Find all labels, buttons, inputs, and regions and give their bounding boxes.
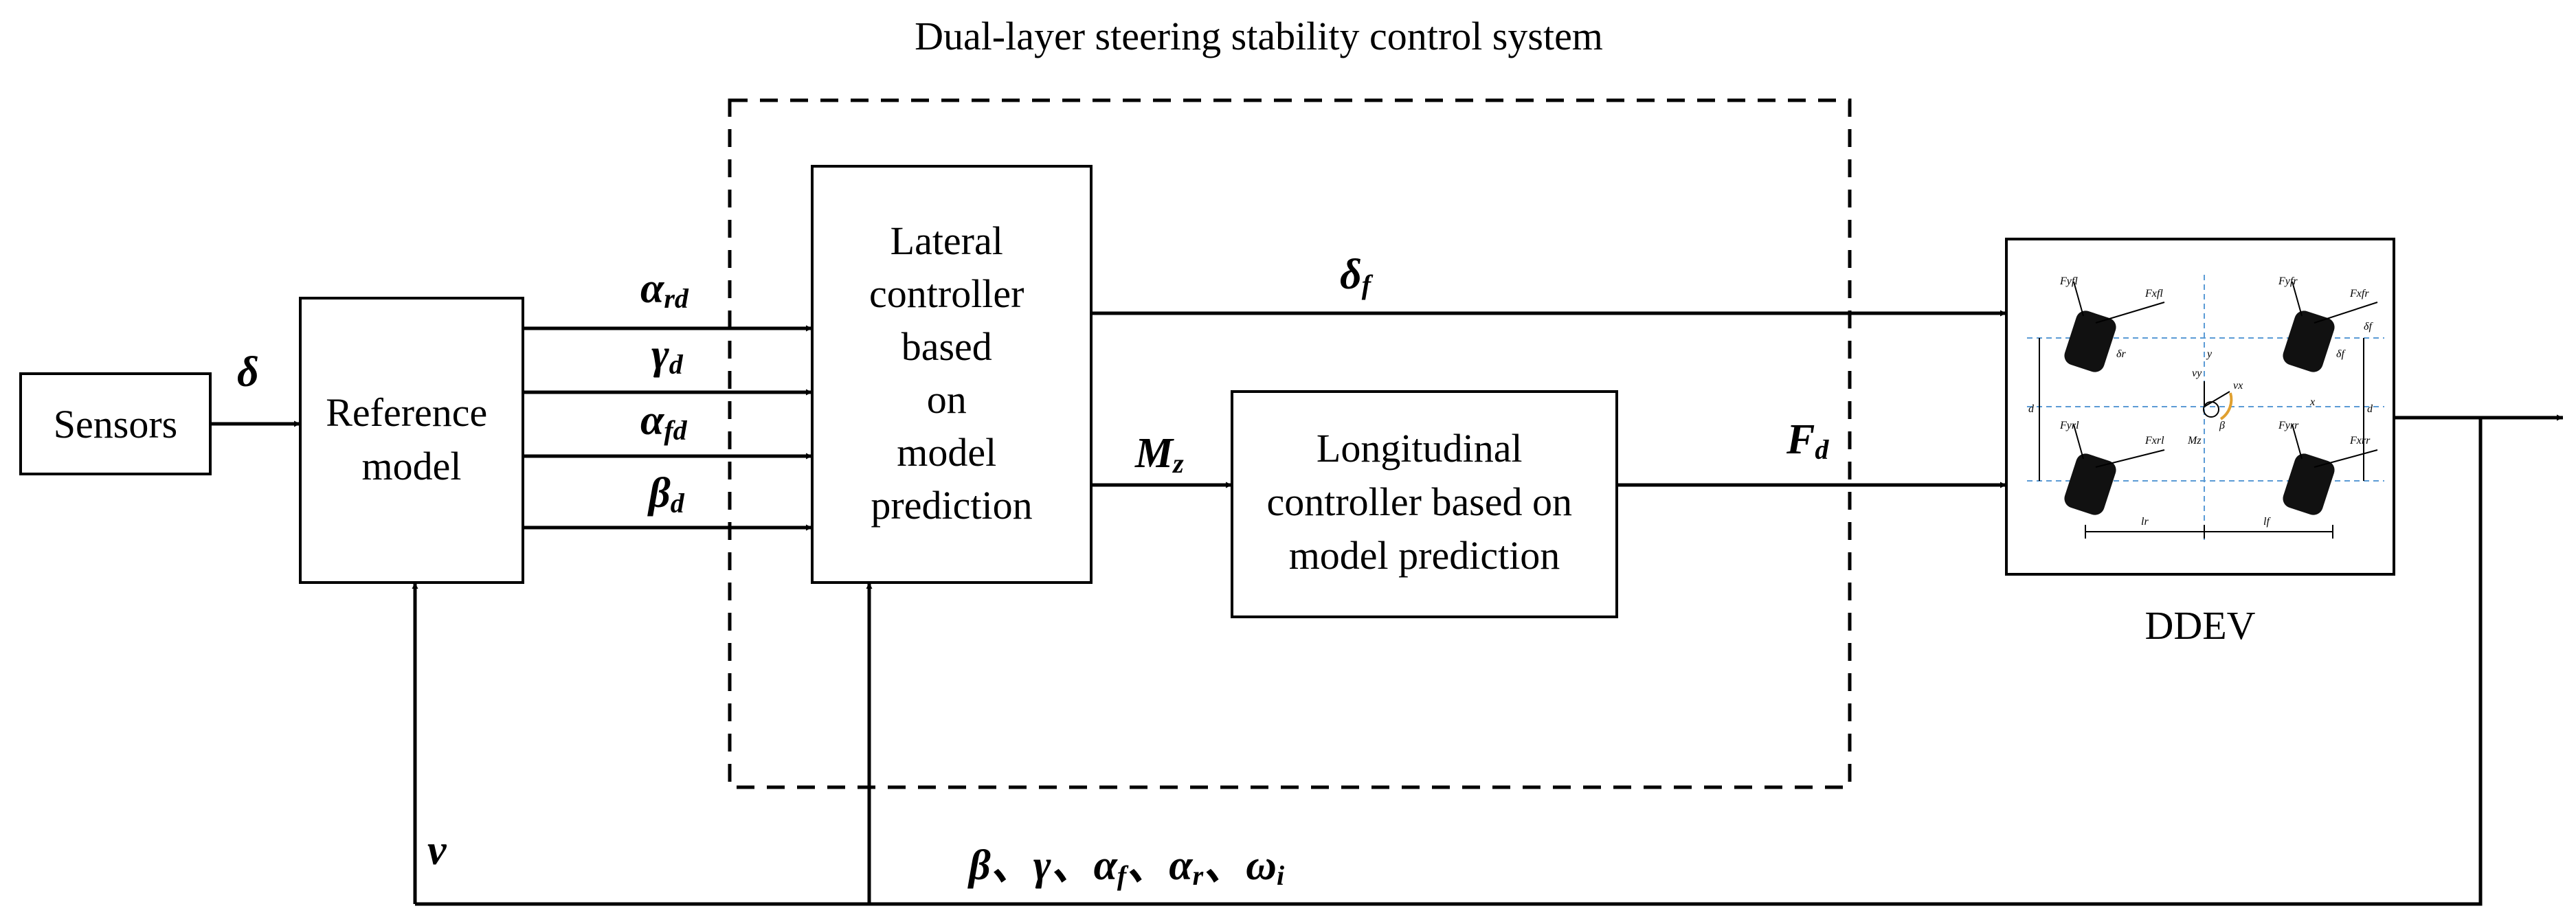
feedback-states-label: β、γ、αf、αr、ωi [967, 842, 1284, 891]
svg-text:δf: δf [2364, 321, 2373, 332]
signal-fd: Fd [1786, 416, 1829, 465]
svg-text:lf: lf [2263, 516, 2271, 528]
reference-model-label: Reference model [326, 390, 497, 488]
lateral-controller-label: Lateral controller based on model predic… [869, 218, 1034, 528]
signal-alpha-fd: αfd [640, 397, 688, 446]
wheel-rear-left [2064, 453, 2116, 515]
wheel-front-right [2283, 310, 2335, 372]
svg-text:vx: vx [2233, 380, 2243, 392]
svg-text:Fxrr: Fxrr [2349, 435, 2371, 447]
svg-text:x: x [2309, 396, 2315, 408]
svg-text:Fxfl: Fxfl [2144, 288, 2163, 300]
signal-alpha-rd: αrd [640, 265, 689, 314]
svg-text:lr: lr [2141, 516, 2149, 528]
feedback-path [415, 418, 2483, 906]
signal-gamma-d: γd [651, 331, 684, 380]
svg-text:δr: δr [2116, 348, 2126, 360]
svg-text:Fyfl: Fyfl [2059, 275, 2078, 287]
svg-text:Fyfr: Fyfr [2278, 275, 2298, 287]
reference-model-block [299, 297, 524, 584]
svg-text:d: d [2367, 403, 2373, 415]
svg-text:Mz: Mz [2187, 435, 2202, 447]
svg-text:β: β [2219, 420, 2225, 431]
svg-text:Fyrl: Fyrl [2059, 420, 2079, 431]
vehicle-dynamics-figure: Fyfl Fxfl Fyrl Fxrl Fyfr Fxfr Fyrr Fxrr … [2027, 275, 2384, 543]
signal-mz: Mz [1134, 430, 1184, 479]
svg-text:Fyrr: Fyrr [2278, 420, 2299, 431]
svg-text:y: y [2206, 348, 2213, 360]
diagram-title: Dual-layer steering stability control sy… [915, 14, 1603, 58]
svg-text:Fxfr: Fxfr [2349, 288, 2369, 300]
signal-beta-d: βd [647, 470, 685, 519]
control-system-boundary [728, 98, 1852, 789]
signal-delta: δ [237, 349, 259, 396]
sensors-label: Sensors [54, 402, 177, 447]
signal-v: v [427, 827, 447, 874]
svg-text:d: d [2028, 403, 2035, 415]
svg-text:Fxrl: Fxrl [2144, 435, 2164, 447]
sensors-block [19, 372, 212, 475]
svg-text:vy: vy [2192, 368, 2202, 379]
wheel-rear-right [2283, 453, 2335, 515]
longitudinal-controller-block [1231, 390, 1618, 618]
svg-text:δf: δf [2336, 348, 2346, 360]
signal-delta-f: δf [1340, 251, 1374, 300]
ddev-label: DDEV [2144, 603, 2255, 648]
longitudinal-controller-label: Longitudinal controller based on model p… [1266, 426, 1582, 578]
lateral-controller-block [811, 165, 1093, 584]
wheel-front-left [2064, 310, 2116, 372]
